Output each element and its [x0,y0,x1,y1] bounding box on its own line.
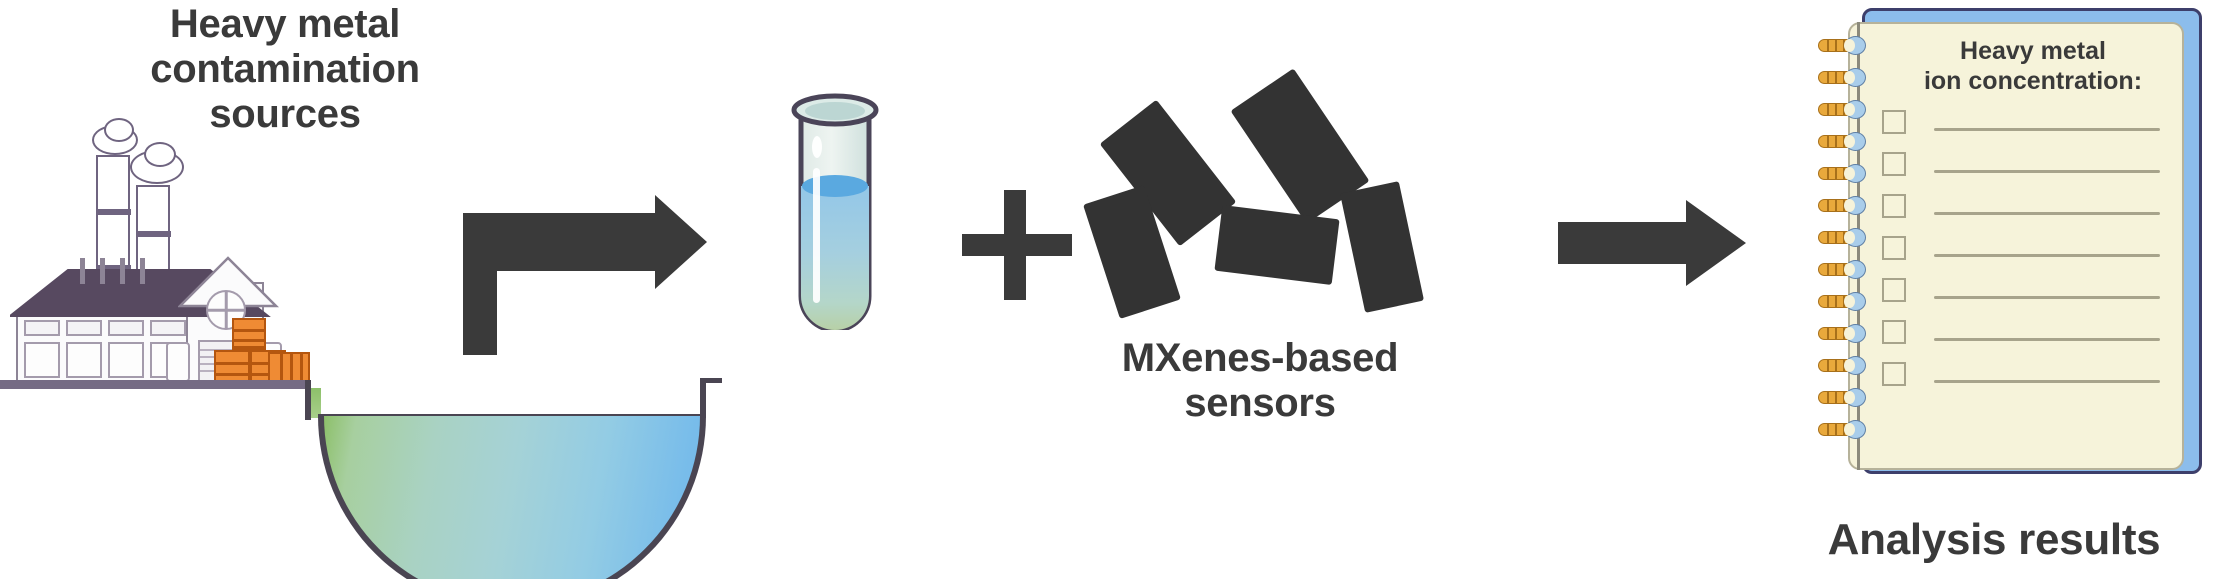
notepad-checkbox[interactable] [1882,320,1906,344]
plus-icon [962,190,1072,300]
basin-lip-right [700,378,706,418]
basin-water-body [318,416,706,579]
spiral-ring-cap [1844,164,1866,183]
window-pane [24,342,60,378]
notepad-write-line[interactable] [1934,338,2160,341]
spiral-ring-cap [1844,260,1866,279]
spiral-ring-cap [1844,356,1866,375]
heavy-metal-contamination-sources-label: Heavy metal contamination sources [150,2,420,136]
spiral-ring [1818,260,1870,279]
test-tube [770,80,900,333]
notepad-checkbox[interactable] [1882,278,1906,302]
notepad-checklist [1882,110,2172,410]
notepad-checkbox[interactable] [1882,362,1906,386]
spiral-ring [1818,196,1870,215]
side-door-left [166,342,190,382]
notepad-write-line[interactable] [1934,380,2160,383]
window-pane [66,342,102,378]
notepad-checkbox[interactable] [1882,236,1906,260]
notepad-write-line[interactable] [1934,254,2160,257]
window-transom [150,320,186,336]
crate-slatted [268,352,310,382]
window-transom [66,320,102,336]
elbow-arrow-icon [463,195,707,355]
basin-rim-right [700,378,722,383]
spiral-ring-cap [1844,196,1866,215]
smoke-puff-left-top [104,118,134,142]
spiral-ring-cap [1844,228,1866,247]
basin-lip-left [305,380,311,420]
notepad-checkbox[interactable] [1882,110,1906,134]
mxene-flake [1214,205,1340,285]
window-pane [108,342,144,378]
spiral-ring [1818,388,1870,407]
spiral-ring [1818,292,1870,311]
roof-pipe-3 [120,258,125,284]
roof-pipe-1 [80,258,85,284]
analysis-results-label: Analysis results [1827,515,2161,564]
spiral-ring [1818,68,1870,87]
basin-spill-residue [311,388,321,418]
spiral-ring-cap [1844,292,1866,311]
mxene-flakes-group [1083,60,1440,320]
spiral-ring-cap [1844,36,1866,55]
spiral-ring [1818,36,1870,55]
window-transom [108,320,144,336]
window-transom [24,320,60,336]
spiral-ring-cap [1844,324,1866,343]
mxene-flake [1339,181,1425,313]
roof-pipe-4 [140,258,145,284]
spiral-ring [1818,164,1870,183]
spiral-ring-cap [1844,420,1866,439]
spiral-ring-cap [1844,132,1866,151]
spiral-ring [1818,132,1870,151]
notepad-write-line[interactable] [1934,128,2160,131]
smoke-puff-right-top [144,142,176,167]
spiral-ring [1818,324,1870,343]
crate [232,318,266,348]
right-arrow-icon [1558,200,1746,286]
spiral-ring [1818,228,1870,247]
spiral-ring-cap [1844,100,1866,119]
notepad-checkbox[interactable] [1882,152,1906,176]
notepad-write-line[interactable] [1934,170,2160,173]
notepad-checkbox[interactable] [1882,194,1906,218]
spiral-ring-cap [1844,388,1866,407]
spiral-ring [1818,420,1870,439]
notepad-write-line[interactable] [1934,212,2160,215]
roof-pipe-2 [100,258,105,284]
spiral-ring [1818,356,1870,375]
notepad-header-text: Heavy metal ion concentration: [1923,37,2143,95]
mxenes-based-sensors-label: MXenes-based sensors [1121,336,1399,425]
spiral-ring [1818,100,1870,119]
notepad-spiral-binding [1818,36,1878,456]
notepad-write-line[interactable] [1934,296,2160,299]
crate [214,350,250,382]
factory-ground-line [0,380,310,389]
spiral-ring-cap [1844,68,1866,87]
